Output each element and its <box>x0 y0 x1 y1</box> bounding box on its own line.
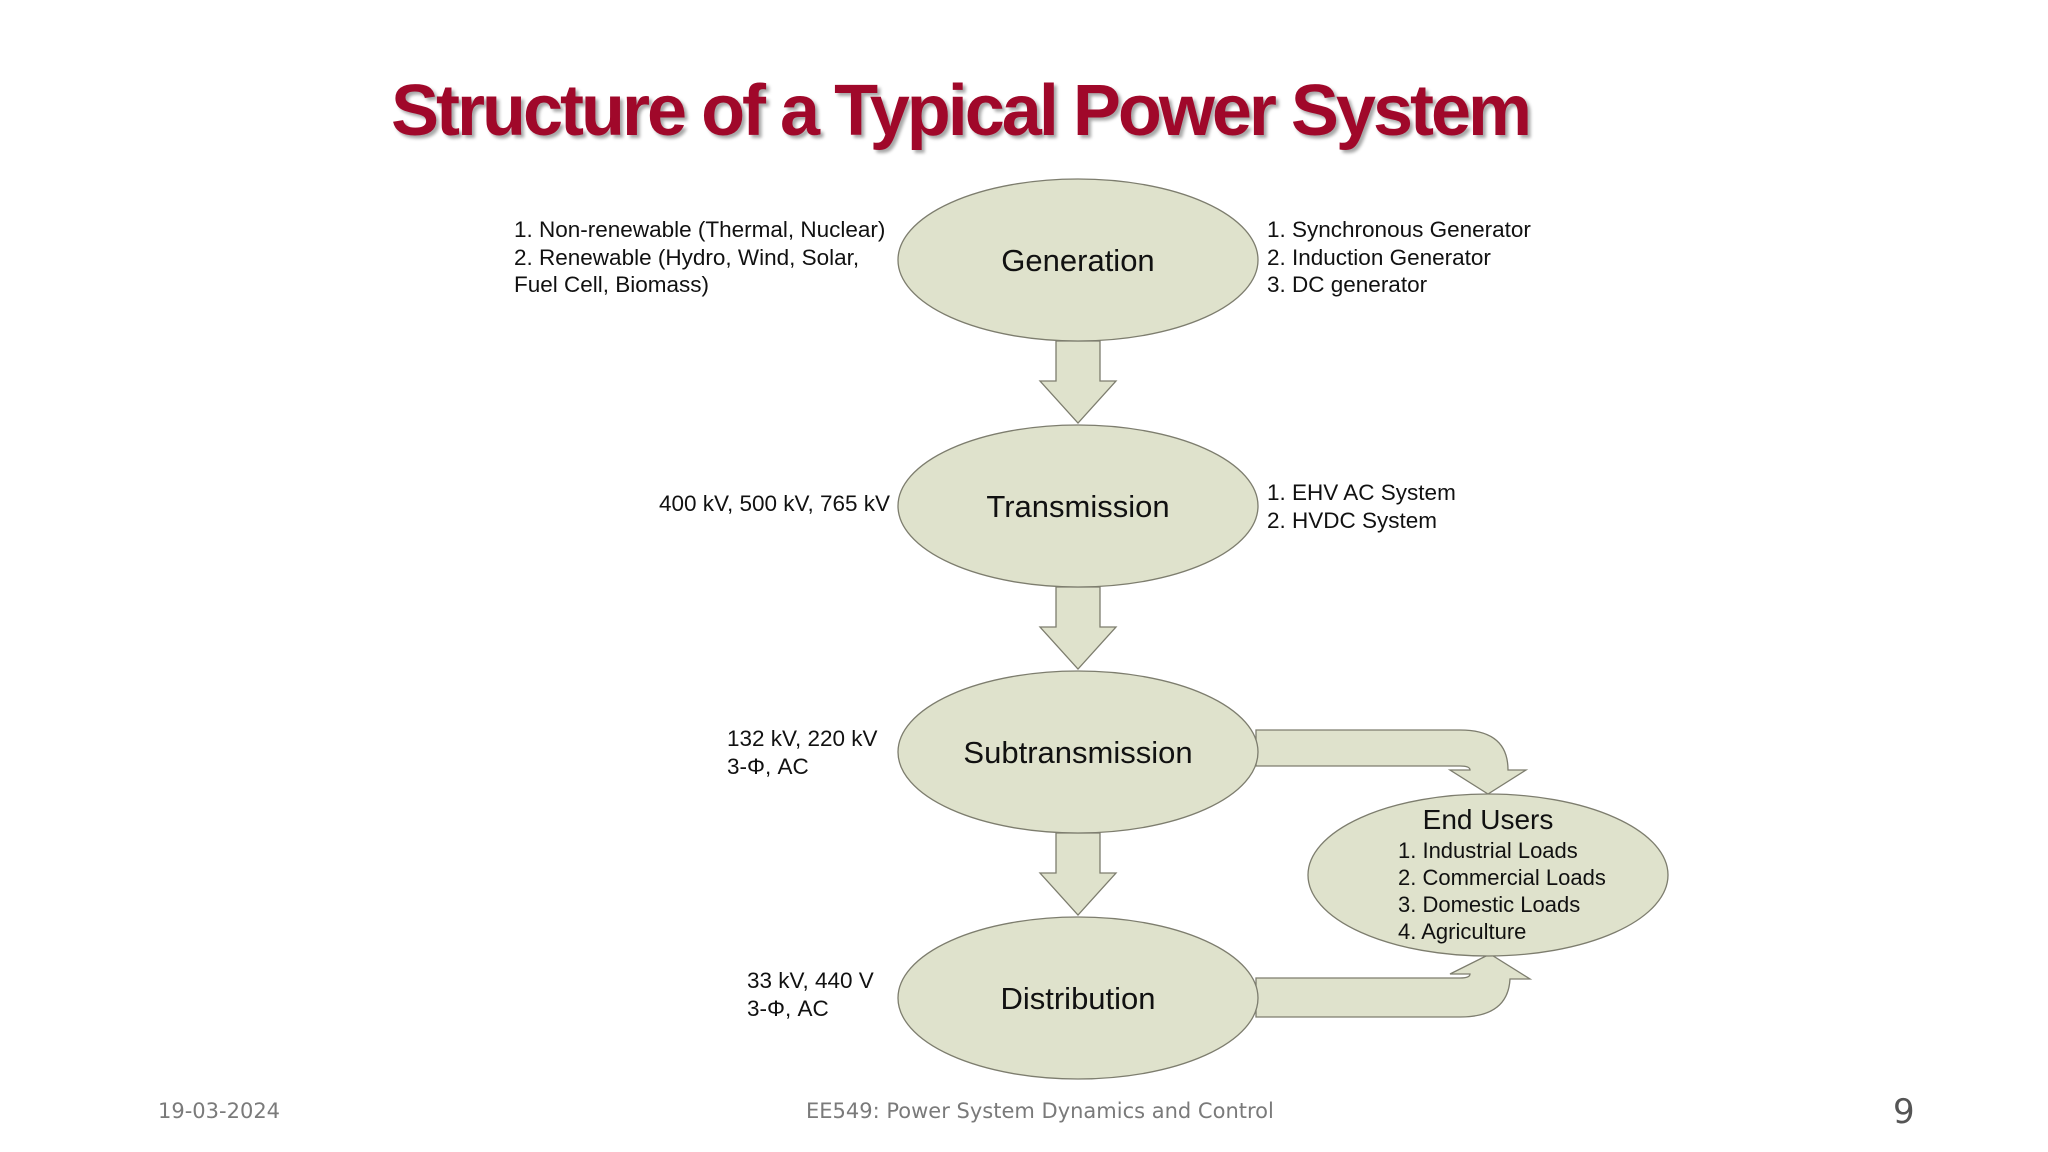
note-line: 3-Φ, AC <box>727 753 809 779</box>
note-line: 1. EHV AC System <box>1267 480 1456 505</box>
generation-label: Generation <box>1001 243 1154 278</box>
end-users-node <box>1307 793 1669 957</box>
page-number: 9 <box>1893 1092 1915 1132</box>
distribution-label: Distribution <box>1000 981 1155 1016</box>
arrow-generation-to-transmission <box>1038 340 1118 424</box>
end-users-item: 4. Agriculture <box>1398 919 1526 944</box>
distribution-voltage-note: 33 kV, 440 V 3-Φ, AC <box>747 967 874 1022</box>
note-line: 1. Non-renewable (Thermal, Nuclear) <box>514 217 886 242</box>
generator-types-note: 1. Synchronous Generator 2. Induction Ge… <box>1267 216 1531 299</box>
transmission-node <box>897 424 1259 588</box>
subtransmission-label: Subtransmission <box>963 735 1192 770</box>
slide-title: Structure of a Typical Power System <box>391 71 1532 151</box>
note-line: 2. HVDC System <box>1267 507 1438 533</box>
note-line: 3. DC generator <box>1267 272 1428 297</box>
transmission-voltage-note: 400 kV, 500 kV, 765 kV <box>640 490 890 518</box>
arrow-transmission-to-subtransmission <box>1038 586 1118 670</box>
note-line: 1. Synchronous Generator <box>1267 217 1531 242</box>
footer-date: 19-03-2024 <box>158 1099 281 1123</box>
end-users-title: End Users <box>1423 804 1554 835</box>
note-line: 33 kV, 440 V <box>747 968 874 993</box>
note-line: 400 kV, 500 kV, 765 kV <box>658 491 890 516</box>
arrow-subtransmission-to-end-users <box>1255 729 1529 795</box>
end-users-item: 1. Industrial Loads <box>1398 838 1578 863</box>
note-line: Fuel Cell, Biomass) <box>514 272 710 297</box>
arrow-subtransmission-to-distribution <box>1038 832 1118 916</box>
note-line: 132 kV, 220 kV <box>727 726 878 751</box>
end-users-item: 2. Commercial Loads <box>1398 865 1606 890</box>
subtransmission-node <box>897 670 1259 834</box>
transmission-label: Transmission <box>986 489 1169 524</box>
note-line: 3-Φ, AC <box>747 995 829 1021</box>
end-users-item: 3. Domestic Loads <box>1398 892 1580 917</box>
generation-node <box>897 178 1259 342</box>
distribution-node <box>897 916 1259 1080</box>
arrow-distribution-to-end-users <box>1255 953 1533 1018</box>
transmission-system-note: 1. EHV AC System 2. HVDC System <box>1267 479 1456 534</box>
footer-course: EE549: Power System Dynamics and Control <box>806 1099 1274 1123</box>
note-line: 2. Induction Generator <box>1267 244 1491 270</box>
subtransmission-voltage-note: 132 kV, 220 kV 3-Φ, AC <box>727 725 878 780</box>
generation-sources-note: 1. Non-renewable (Thermal, Nuclear) 2. R… <box>514 216 885 299</box>
note-line: 2. Renewable (Hydro, Wind, Solar, <box>514 244 860 270</box>
